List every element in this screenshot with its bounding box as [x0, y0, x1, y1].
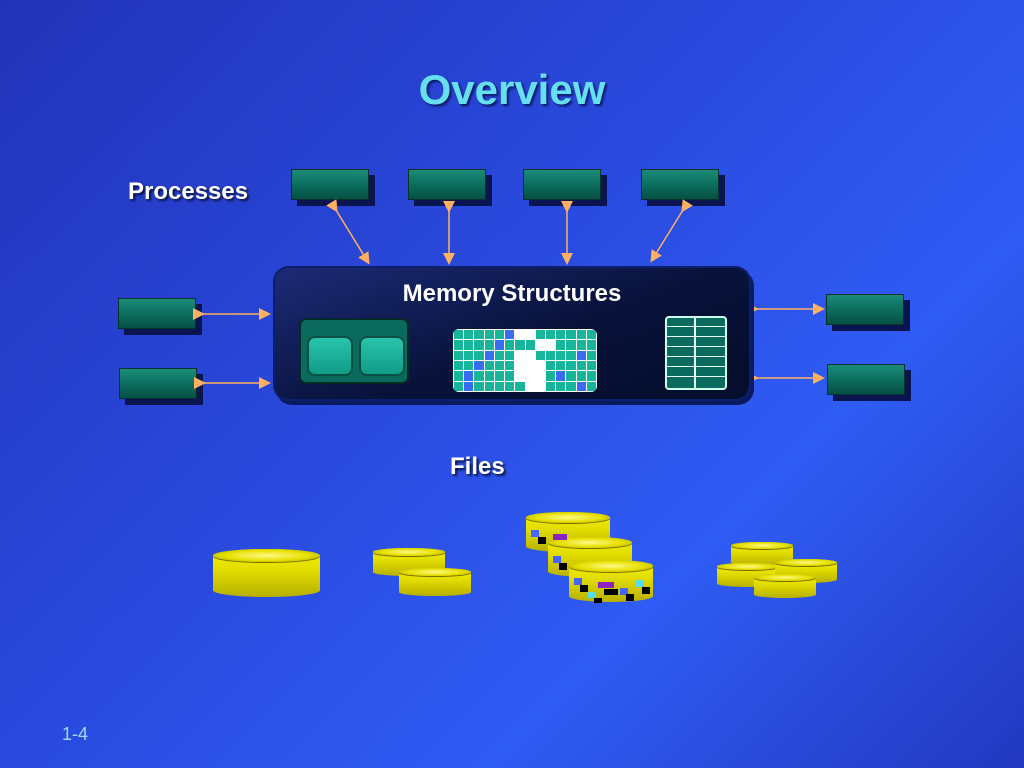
slide-title: Overview	[418, 66, 606, 113]
process-box	[291, 169, 369, 200]
memory-cache-grid	[453, 329, 597, 392]
process-box	[118, 298, 196, 329]
disk-icon	[569, 560, 653, 602]
files-label: Files	[450, 453, 505, 480]
process-box	[119, 368, 197, 399]
process-box	[827, 364, 905, 395]
processes-label: Processes	[128, 178, 249, 205]
page-number: 1-4	[62, 724, 89, 744]
memory-structures-label: Memory Structures	[402, 280, 622, 307]
process-box	[641, 169, 719, 200]
process-box	[408, 169, 486, 200]
memory-log-block	[665, 316, 727, 390]
disk-icon	[754, 574, 816, 598]
memory-structures-panel: Memory Structures	[273, 266, 751, 401]
process-box	[826, 294, 904, 325]
process-box	[523, 169, 601, 200]
memory-buffer-block	[299, 318, 409, 384]
disk-icon	[213, 549, 320, 597]
disk-icon	[399, 568, 471, 596]
